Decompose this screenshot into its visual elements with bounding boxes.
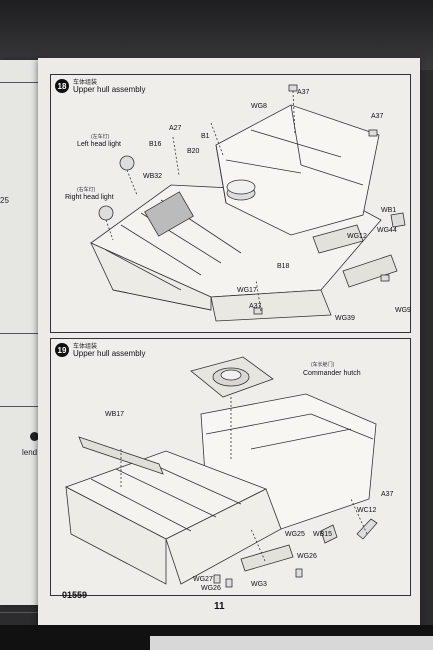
step-18-panel: 18 车体组装 Upper hull assembly bbox=[50, 74, 411, 333]
left-page-number-fragment: 25 bbox=[0, 196, 9, 205]
upper-hull-diagram-18 bbox=[90, 84, 406, 322]
label-WG39: WG39 bbox=[335, 315, 355, 322]
step-19-title: Upper hull assembly bbox=[73, 349, 146, 358]
label-A37: A37 bbox=[381, 491, 394, 498]
label-WG27: WG27 bbox=[193, 576, 213, 583]
label-WG44: WG44 bbox=[377, 227, 397, 234]
label-B18: B18 bbox=[277, 263, 290, 270]
label-B20: B20 bbox=[187, 148, 200, 155]
label-WG26-left: WG26 bbox=[201, 585, 221, 592]
label-right-head-light: Right head light bbox=[65, 194, 114, 201]
label-A27: A27 bbox=[169, 125, 182, 132]
label-WG17: WG17 bbox=[237, 287, 257, 294]
label-right-head-light-cn: (右车灯) bbox=[77, 187, 96, 193]
label-A37-top: A37 bbox=[297, 89, 310, 96]
label-WG26-right: WG26 bbox=[297, 553, 317, 560]
page-number: 11 bbox=[214, 601, 225, 612]
label-WB17: WB17 bbox=[105, 411, 125, 418]
left-page-legend-fragment: lend bbox=[22, 448, 38, 457]
label-WG12: WG12 bbox=[347, 233, 367, 240]
step-18-title: Upper hull assembly bbox=[73, 85, 146, 94]
model-code: 01559 bbox=[62, 590, 88, 600]
label-A37-bottom: A37 bbox=[249, 303, 262, 310]
step-19-panel: 19 车体组装 Upper hull assembly bbox=[50, 338, 411, 596]
label-WG3: WG3 bbox=[251, 581, 267, 588]
label-commander-hutch-cn: (车长舱门) bbox=[311, 362, 335, 368]
left-panel-frame-bottom bbox=[0, 406, 42, 613]
step-19-title-cn: 车体组装 bbox=[73, 344, 98, 350]
label-left-head-light-cn: (左车灯) bbox=[91, 134, 110, 140]
label-B1: B1 bbox=[201, 133, 210, 140]
paper-strip bbox=[150, 636, 433, 650]
label-WB1: WB1 bbox=[381, 207, 397, 214]
instruction-page: 18 车体组装 Upper hull assembly bbox=[38, 58, 420, 638]
label-WG8: WG8 bbox=[251, 103, 267, 110]
left-panel-frame-top bbox=[0, 82, 42, 334]
label-A37-right: A37 bbox=[371, 113, 384, 120]
label-WC12: WC12 bbox=[357, 507, 377, 514]
label-WB15: WB15 bbox=[313, 531, 333, 538]
label-B16: B16 bbox=[149, 141, 162, 148]
step-18-badge: 18 bbox=[55, 79, 69, 93]
label-WG9: WG9 bbox=[395, 307, 411, 314]
step-18-title-cn: 车体组装 bbox=[73, 80, 98, 86]
label-left-head-light: Left head light bbox=[77, 141, 121, 148]
check-icon bbox=[30, 432, 39, 441]
label-WB32: WB32 bbox=[143, 173, 163, 180]
upper-hull-diagram-19 bbox=[65, 356, 378, 588]
label-commander-hutch: Commander hutch bbox=[303, 370, 361, 377]
step-19-badge: 19 bbox=[55, 343, 69, 357]
left-page: 25 lend bbox=[0, 60, 44, 613]
label-WG25: WG25 bbox=[285, 531, 305, 538]
